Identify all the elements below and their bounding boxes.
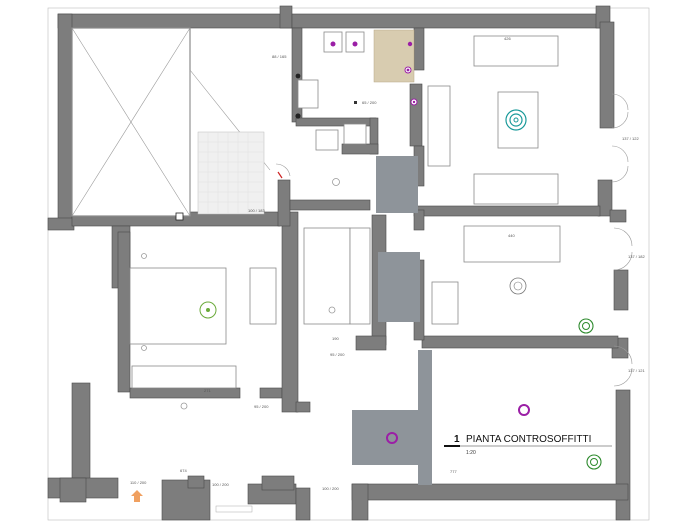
title-text: PIANTA CONTROSOFFITTI [466,434,591,445]
bathroom [295,29,418,119]
dim-entrance-door: 110 / 200 [130,480,147,485]
dim-bottom-door-a: 100 / 200 [212,482,229,487]
bottom-living [131,350,602,513]
dim-right-window-top: 137 / 122 [622,136,639,141]
corridor [275,123,418,213]
purple-light-panel [386,432,398,444]
dim-bottom-strip-width: 674 [180,468,187,473]
dim-right-middle-width: 440 [508,233,515,238]
entrance-arrow [131,490,143,502]
light-well [71,27,271,221]
bathroom-tile-floor [373,29,415,83]
shower-light-a [407,41,413,47]
dim-bedroom-door: 95 / 200 [254,404,269,409]
green-light-lower [586,454,602,470]
dim-right-window-mid: 137 / 182 [628,254,645,259]
purple-light-room [518,404,530,416]
left-bedroom [129,227,371,410]
title-block: 1 PIANTA CONTROSOFFITTI 1:20 [444,434,612,456]
green-light-upper [578,318,594,334]
ceiling-panel [352,410,418,465]
dim-living-width: 777 [450,469,457,474]
dim-bedroom-bottom-width: 271 [204,388,211,393]
dim-right-window-low: 137 / 121 [628,368,645,373]
dim-corridor-door: 95 / 200 [330,352,345,357]
dim-top-right-width: 426 [504,36,511,41]
outer-walls [47,5,631,521]
dim-corridor-width: 190 [332,336,339,341]
dimension-labels: 426 440 777 271 190 674 88 / 165 65 / 20… [130,36,645,491]
dim-hall-door: 100 / 183 [248,208,265,213]
dim-bottom-door-b: 100 / 200 [322,486,339,491]
title-number: 1 [454,434,460,445]
dim-wc-door: 65 / 200 [362,100,377,105]
top-right-room [427,35,629,205]
green-bedroom-light [199,301,217,319]
dim-top-door: 88 / 165 [272,54,287,59]
title-scale: 1:20 [466,450,476,456]
bath-light-b [352,41,358,47]
bath-light-a [330,41,336,47]
living-area [378,225,633,387]
teal-ceiling-light [505,109,527,131]
